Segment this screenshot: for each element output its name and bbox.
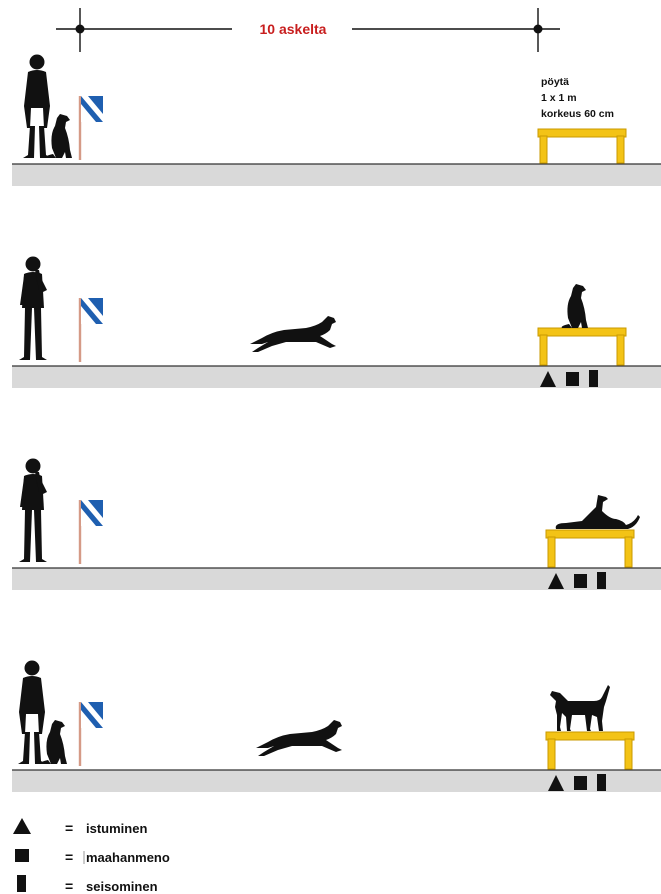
legend-equals: = [65, 820, 73, 836]
legend-label: seisominen [86, 879, 158, 894]
legend-equals: = [65, 849, 73, 865]
panel-1 [12, 55, 661, 187]
triangle-icon [13, 818, 31, 834]
flag-icon [79, 702, 103, 766]
position-symbols [548, 572, 606, 589]
flag-icon [79, 96, 103, 160]
bar-icon [597, 572, 606, 589]
measure-label: 10 askelta [260, 21, 327, 37]
position-symbols [548, 774, 606, 791]
table-note-height: korkeus 60 cm [541, 108, 614, 120]
table [538, 129, 626, 163]
square-icon [574, 776, 587, 790]
square-icon [574, 574, 587, 588]
legend: = istuminen = maahanmeno = seisominen [13, 818, 170, 894]
measure-dot-right [534, 25, 543, 34]
square-icon [566, 372, 579, 386]
table [538, 328, 626, 365]
legend-label: maahanmeno [86, 850, 170, 865]
flag-icon [79, 298, 103, 362]
handler-silhouette [19, 257, 47, 361]
legend-equals: = [65, 878, 73, 894]
position-symbols [540, 370, 598, 387]
dog-sitting-silhouette [562, 284, 588, 328]
dog-running-silhouette [250, 316, 336, 352]
panel-4 [12, 661, 661, 793]
table [546, 530, 634, 567]
dog-standing-silhouette [550, 685, 610, 731]
dog-sitting-silhouette [46, 114, 72, 158]
handler-silhouette [18, 661, 46, 765]
floor-strip [12, 164, 661, 186]
measure-line: 10 askelta [56, 8, 560, 52]
legend-item-sit: = istuminen [13, 818, 147, 836]
measure-dot-left [76, 25, 85, 34]
panel-3 [12, 459, 661, 591]
flag-icon [79, 500, 103, 564]
legend-label: istuminen [86, 821, 147, 836]
handler-silhouette [19, 459, 47, 563]
table-note-size: 1 x 1 m [541, 92, 577, 104]
dog-running-silhouette [256, 720, 342, 756]
floor-strip [12, 366, 661, 388]
panel-2 [12, 257, 661, 389]
square-icon [15, 849, 29, 862]
table-note: pöytä 1 x 1 m korkeus 60 cm [541, 76, 614, 120]
bar-icon [597, 774, 606, 791]
legend-item-stand: = seisominen [17, 875, 158, 894]
handler-silhouette [23, 55, 51, 159]
bar-icon [17, 875, 26, 892]
dog-lying-silhouette [556, 495, 640, 529]
legend-item-down: = maahanmeno [15, 849, 170, 865]
dog-sitting-silhouette [41, 720, 67, 764]
table-note-title: pöytä [541, 76, 569, 88]
bar-icon [589, 370, 598, 387]
table [546, 732, 634, 769]
floor-strip [12, 770, 661, 792]
floor-strip [12, 568, 661, 590]
